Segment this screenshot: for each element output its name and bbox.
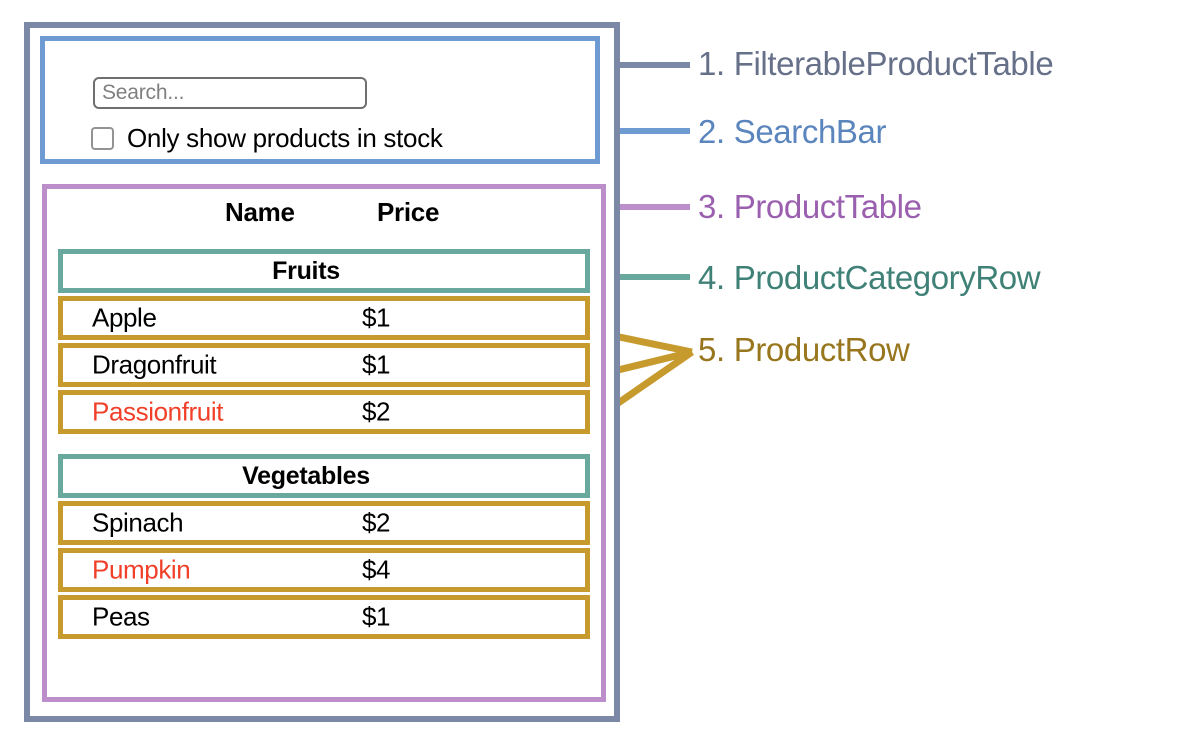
product-row-apple[interactable]: Apple $1	[58, 296, 590, 340]
product-name: Passionfruit	[92, 396, 224, 427]
legend-number: 2.	[698, 113, 725, 150]
legend-item-product-row: 5.ProductRow	[698, 331, 910, 369]
legend-number: 1.	[698, 45, 725, 82]
product-price: $1	[362, 601, 391, 632]
product-row-passionfruit[interactable]: Passionfruit $2	[58, 390, 590, 434]
legend-name: ProductCategoryRow	[733, 259, 1041, 296]
legend-name: FilterableProductTable	[733, 45, 1054, 82]
search-input-placeholder: Search...	[102, 81, 185, 104]
product-name: Peas	[92, 601, 150, 632]
product-table-header: Name Price	[47, 197, 601, 237]
in-stock-checkbox-row[interactable]: Only show products in stock	[91, 123, 443, 154]
legend-item-product-table: 3.ProductTable	[698, 188, 922, 226]
legend-name: SearchBar	[733, 113, 887, 150]
legend-name: ProductRow	[733, 331, 910, 368]
product-row-peas[interactable]: Peas $1	[58, 595, 590, 639]
search-bar-frame: Search... Only show products in stock	[40, 36, 600, 164]
product-name: Pumpkin	[92, 554, 191, 585]
legend-number: 3.	[698, 188, 725, 225]
product-price: $2	[362, 507, 391, 538]
column-header-price: Price	[377, 197, 440, 227]
legend-number: 4.	[698, 259, 725, 296]
product-category-row-vegetables: Vegetables	[58, 454, 590, 498]
legend-item-search-bar: 2.SearchBar	[698, 113, 886, 151]
product-price: $4	[362, 554, 391, 585]
product-table-rows: Fruits Apple $1 Dragonfruit $1 Passionfr…	[58, 249, 590, 642]
product-table-frame: Name Price Fruits Apple $1 Dragonfruit $…	[42, 184, 606, 702]
product-name: Dragonfruit	[92, 349, 217, 380]
product-price: $1	[362, 349, 391, 380]
legend-item-product-category-row: 4.ProductCategoryRow	[698, 259, 1041, 297]
product-price: $1	[362, 302, 391, 333]
product-row-pumpkin[interactable]: Pumpkin $4	[58, 548, 590, 592]
legend-number: 5.	[698, 331, 725, 368]
legend-item-filterable-product-table: 1.FilterableProductTable	[698, 45, 1054, 83]
legend-name: ProductTable	[733, 188, 922, 225]
product-category-row-fruits: Fruits	[58, 249, 590, 293]
product-name: Spinach	[92, 507, 184, 538]
product-row-spinach[interactable]: Spinach $2	[58, 501, 590, 545]
product-name: Apple	[92, 302, 157, 333]
checkbox-icon[interactable]	[91, 127, 114, 150]
search-input[interactable]: Search...	[93, 77, 367, 109]
product-row-dragonfruit[interactable]: Dragonfruit $1	[58, 343, 590, 387]
section-spacer	[58, 437, 590, 454]
in-stock-checkbox-label[interactable]: Only show products in stock	[127, 123, 443, 153]
category-label: Vegetables	[242, 461, 370, 490]
column-header-name: Name	[225, 197, 295, 227]
category-label: Fruits	[272, 256, 340, 285]
product-price: $2	[362, 396, 391, 427]
